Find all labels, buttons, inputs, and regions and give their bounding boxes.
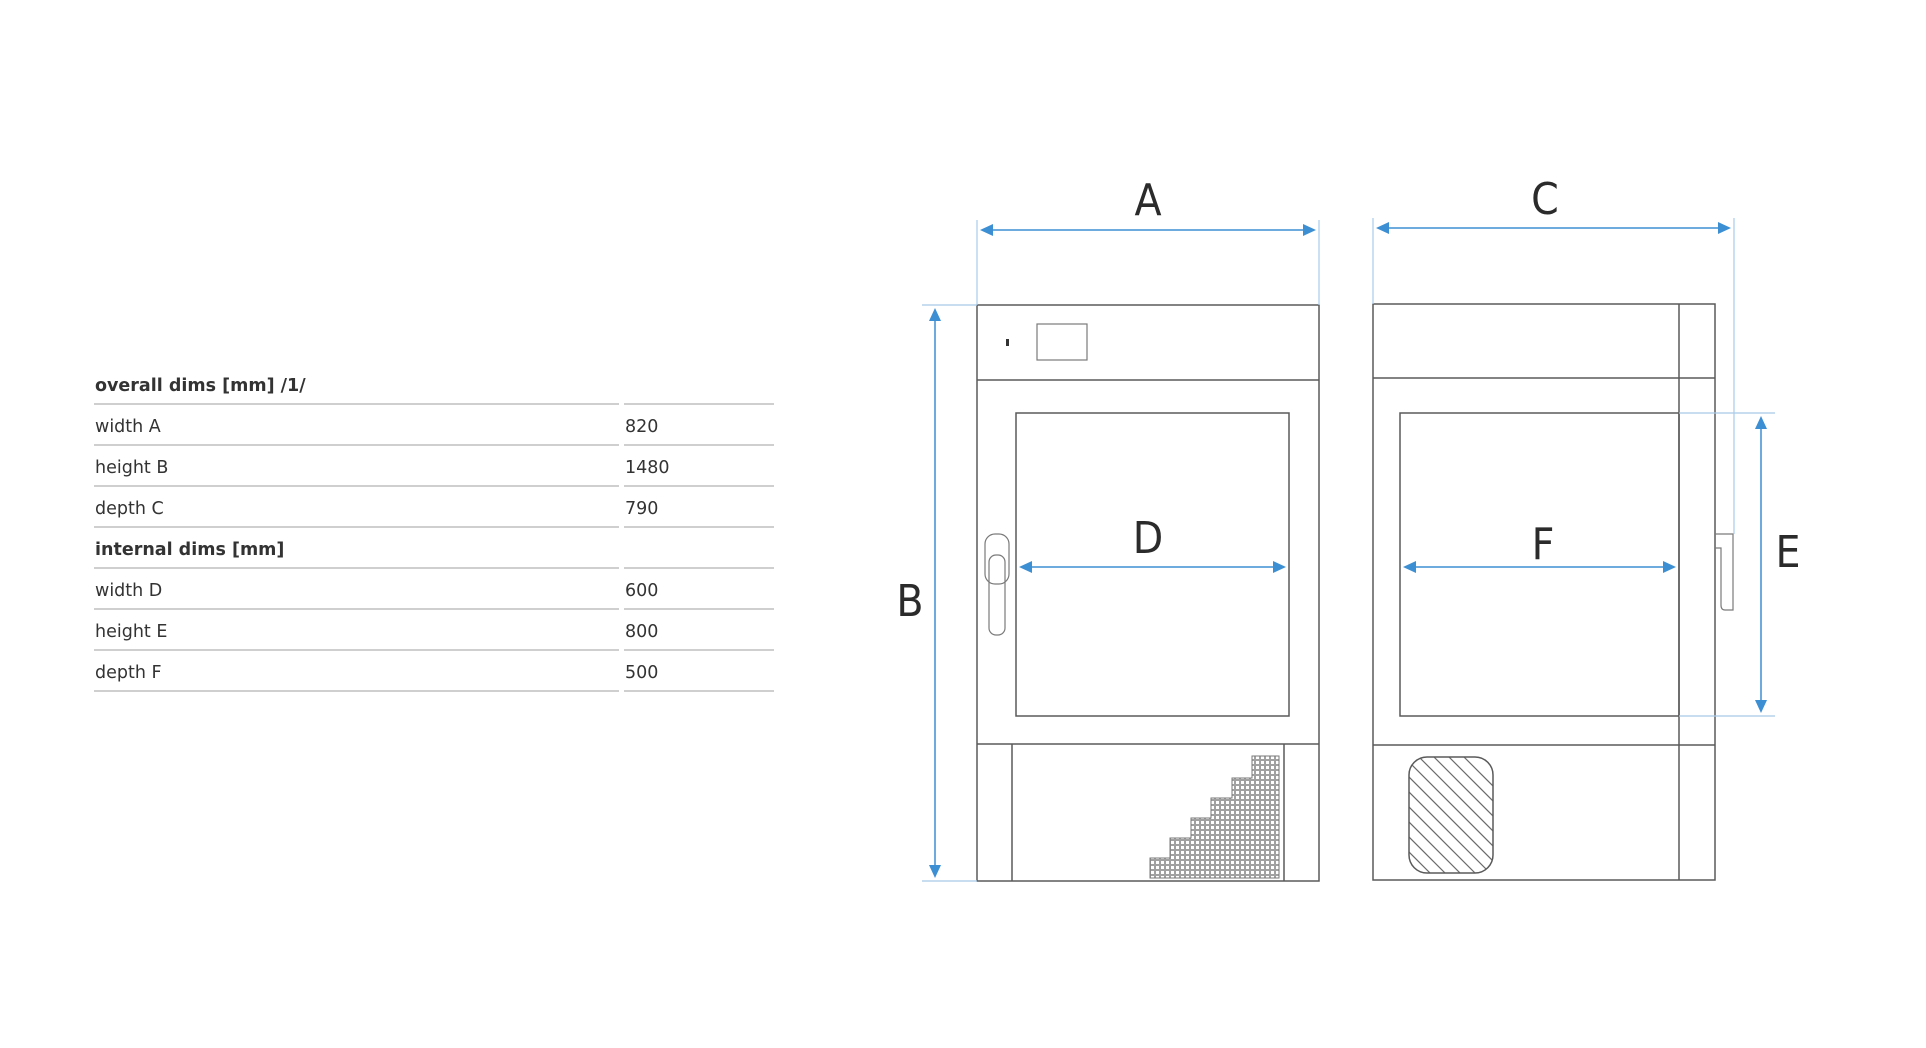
row-label: width A	[94, 408, 619, 446]
spec-table: overall dims [mm] /1/ width A 820 height…	[94, 367, 774, 695]
extension-lines	[922, 218, 1775, 882]
internal-dims-header-row: internal dims [mm]	[94, 531, 774, 569]
dimension-label-d: D	[1133, 513, 1164, 564]
dimension-label-e: E	[1775, 527, 1800, 578]
side-handle-icon	[1715, 533, 1734, 611]
side-vent-panel	[1408, 756, 1494, 874]
ventilation-grille	[1149, 755, 1280, 879]
side-vent-hatching	[1409, 757, 1493, 873]
row-value: 500	[624, 654, 774, 692]
table-row: height B 1480	[94, 449, 774, 487]
row-value: 600	[624, 572, 774, 610]
internal-dims-header: internal dims [mm]	[94, 531, 619, 569]
dimension-label-b: B	[896, 576, 923, 627]
side-cabinet-outline	[1372, 303, 1716, 881]
row-value: 820	[624, 408, 774, 446]
dimension-e: E	[1755, 416, 1801, 713]
control-display	[1036, 323, 1088, 361]
dimension-label-f: F	[1532, 519, 1555, 570]
overall-dims-header-row: overall dims [mm] /1/	[94, 367, 774, 405]
front-cabinet-outline	[976, 304, 1320, 882]
row-label: height B	[94, 449, 619, 487]
table-row: depth F 500	[94, 654, 774, 692]
row-value: 800	[624, 613, 774, 651]
table-row: depth C 790	[94, 490, 774, 528]
row-label: depth F	[94, 654, 619, 692]
internal-dims-header-value	[624, 531, 774, 569]
dimension-b: B	[896, 308, 941, 878]
row-label: width D	[94, 572, 619, 610]
side-view	[1372, 303, 1734, 881]
door-handle-icon	[988, 554, 1006, 636]
overall-dims-header: overall dims [mm] /1/	[94, 367, 619, 405]
front-view	[976, 304, 1320, 882]
row-label: height E	[94, 613, 619, 651]
overall-dims-header-value	[624, 367, 774, 405]
row-value: 1480	[624, 449, 774, 487]
dimension-label-a: A	[1134, 175, 1161, 226]
dimension-f: F	[1403, 519, 1676, 573]
row-value: 790	[624, 490, 774, 528]
dimension-c: C	[1376, 174, 1731, 234]
row-label: depth C	[94, 490, 619, 528]
dimension-d: D	[1019, 513, 1286, 573]
table-row: width D 600	[94, 572, 774, 610]
side-internal-chamber	[1399, 412, 1680, 717]
dimension-a: A	[980, 175, 1316, 236]
dimension-label-c: C	[1531, 174, 1559, 225]
door-handle-back	[984, 533, 1010, 585]
table-row: height E 800	[94, 613, 774, 651]
power-switch-icon	[1006, 339, 1009, 346]
table-row: width A 820	[94, 408, 774, 446]
front-door-window	[1015, 412, 1290, 717]
